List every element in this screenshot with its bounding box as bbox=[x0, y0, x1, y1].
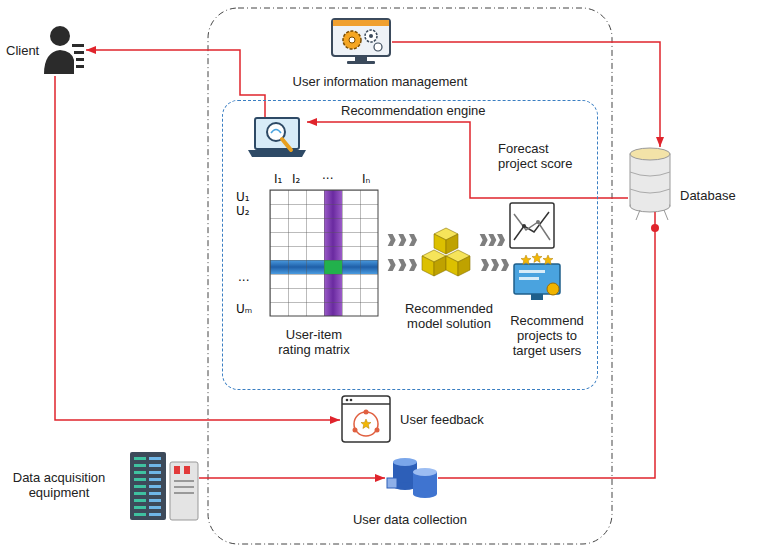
data-collection-icon bbox=[387, 458, 437, 498]
node-label: User feedback bbox=[400, 412, 518, 427]
icon-anchor bbox=[628, 147, 672, 212]
client-icon bbox=[44, 26, 84, 74]
node-label: Recommendation engine bbox=[341, 103, 501, 118]
node-label: User data collection bbox=[346, 512, 474, 527]
flow-connector bbox=[307, 122, 628, 198]
icon-anchor bbox=[128, 450, 199, 522]
icon-anchor bbox=[44, 24, 86, 76]
node-label: Recommended model solution bbox=[401, 301, 497, 331]
icon-anchor bbox=[513, 256, 565, 303]
collection-node: User data collection bbox=[344, 452, 476, 534]
engine-region: Recommendation engineUser-item rating ma… bbox=[222, 100, 598, 390]
node-label: Recommend projects to target users bbox=[501, 313, 593, 358]
matrix-index: U₁ bbox=[236, 190, 250, 204]
node-label: Data acquisition equipment bbox=[6, 470, 112, 500]
icon-anchor bbox=[271, 191, 379, 317]
icon-anchor bbox=[421, 227, 473, 279]
flow-connector bbox=[86, 50, 265, 117]
flow-connector bbox=[55, 76, 340, 420]
feedback-node: User feedback bbox=[338, 392, 522, 448]
flow-connector bbox=[438, 212, 655, 478]
icon-anchor bbox=[340, 394, 392, 444]
database-node: Database bbox=[626, 146, 754, 214]
matrix-index: U₂ bbox=[236, 204, 250, 218]
icon-anchor bbox=[385, 455, 438, 499]
node-label: User-item rating matrix bbox=[269, 327, 359, 357]
chevron-arrow bbox=[480, 234, 505, 246]
node-label: Client bbox=[6, 43, 44, 58]
database-icon bbox=[630, 148, 670, 232]
award-monitor-icon bbox=[514, 253, 560, 300]
matrix-node: User-item rating matrix bbox=[267, 189, 381, 365]
matrix-index: I₁ bbox=[274, 172, 282, 186]
matrix-index: Uₘ bbox=[236, 302, 252, 316]
matrix-index: I₂ bbox=[292, 172, 300, 186]
matrix-index: ... bbox=[322, 168, 333, 182]
node-label: Database bbox=[680, 188, 750, 203]
laptop-magnifier-icon bbox=[248, 118, 306, 157]
chevron-arrow bbox=[481, 259, 509, 271]
rating-matrix bbox=[270, 190, 378, 316]
model-cubes bbox=[422, 228, 470, 276]
model-node: Recommended model solution bbox=[399, 223, 499, 335]
node-label: Forecast project score bbox=[498, 141, 586, 171]
flow-connector bbox=[392, 42, 660, 147]
feedback-icon bbox=[342, 396, 390, 442]
server-rack-icon bbox=[130, 452, 198, 520]
chevron-arrow bbox=[388, 234, 417, 271]
monitor-gears-icon bbox=[332, 19, 390, 64]
icon-anchor bbox=[330, 17, 392, 66]
equipment-node: Data acquisition equipment bbox=[4, 448, 200, 524]
client-node: Client bbox=[4, 22, 86, 78]
flow-connector bbox=[199, 477, 385, 479]
node-label: User information management bbox=[290, 74, 470, 89]
forecast-node: Forecast project score bbox=[495, 139, 595, 253]
icon-anchor bbox=[251, 117, 307, 159]
matrix-index: Iₙ bbox=[362, 172, 370, 186]
chart-icon bbox=[510, 203, 554, 248]
matrix-index: ... bbox=[238, 270, 249, 284]
icon-anchor bbox=[509, 202, 557, 251]
recommend-node: Recommend projects to target users bbox=[499, 253, 595, 361]
module-node: User information management bbox=[288, 15, 472, 95]
system-boundary bbox=[208, 8, 612, 544]
